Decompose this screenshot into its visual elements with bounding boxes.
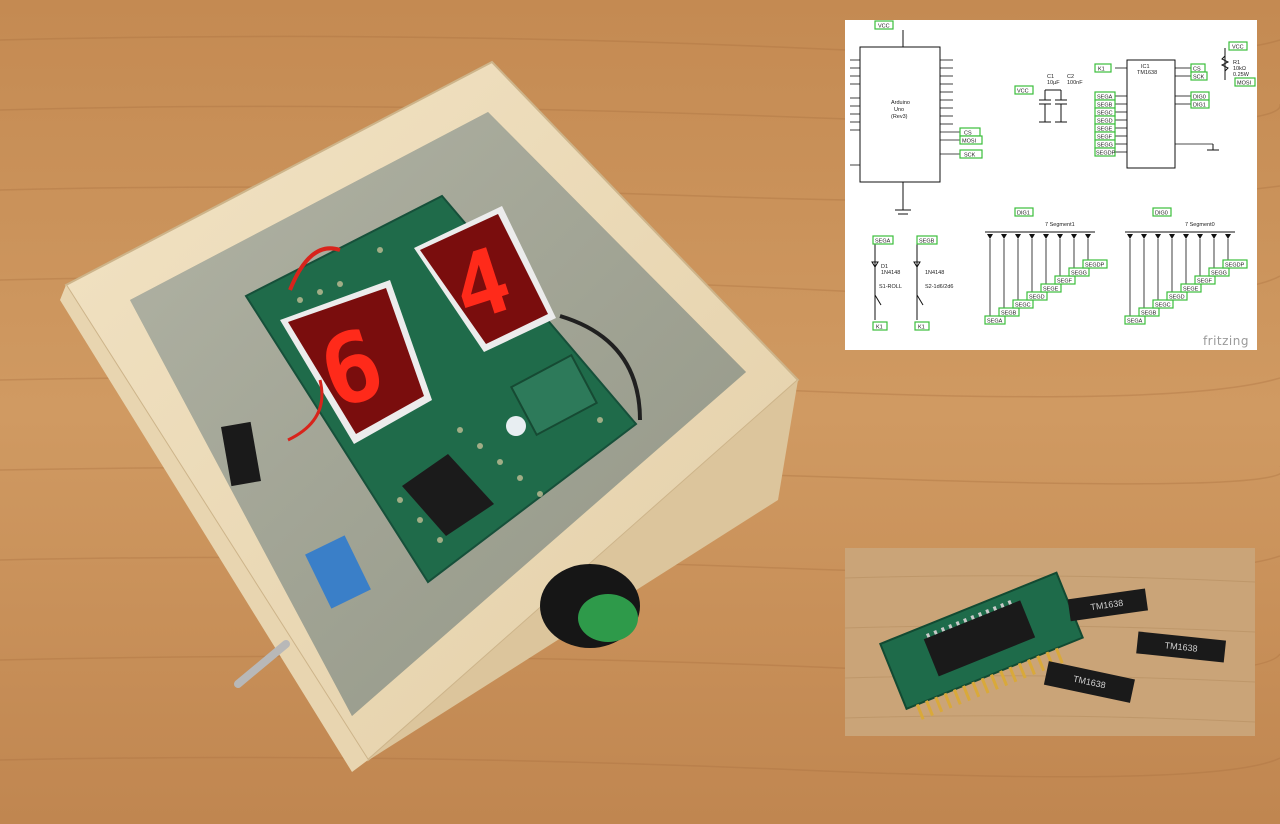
disp1-seg-f: SEGF: [1057, 279, 1073, 285]
fritzing-watermark: fritzing: [1202, 334, 1249, 348]
black-wire: [559, 314, 642, 421]
chip-3: TM1638: [1043, 661, 1135, 703]
net-sck-right: SCK: [1193, 75, 1205, 81]
net-seg-f: SEGF: [1097, 135, 1113, 141]
display-0-name: 7 Segment0: [1185, 222, 1215, 228]
red-wire-left: [287, 379, 324, 442]
schematic-inset: VCC Arduino Uno (Rev3) CS MOSI SCK VCC C…: [845, 20, 1257, 350]
chips-photo-drawing: TM1638 TM1638 TM1638: [845, 548, 1255, 736]
disp0-seg-g: SEGG: [1211, 271, 1227, 277]
power-module: [509, 353, 599, 437]
cap-c2-value: 100nF: [1067, 80, 1083, 86]
net-cs-right: CS: [1193, 67, 1201, 73]
disp0-seg-e: SEGE: [1183, 287, 1199, 293]
diode-d1: D1: [881, 264, 888, 270]
seven-segment-left: 6: [280, 280, 432, 444]
net-k1: K1: [1098, 67, 1105, 73]
disp0-seg-d: SEGD: [1169, 295, 1185, 301]
net-dig0-display: DIG0: [1155, 211, 1168, 217]
switch-a-seg: SEGA: [875, 239, 891, 245]
net-sck: SCK: [964, 153, 976, 159]
disp1-seg-g: SEGG: [1071, 271, 1087, 277]
disp1-seg-d: SEGD: [1029, 295, 1045, 301]
disp1-seg-e: SEGE: [1043, 287, 1059, 293]
net-seg-b: SEGB: [1097, 103, 1113, 109]
net-seg-a: SEGA: [1097, 95, 1113, 101]
cap-c1-value: 10µF: [1047, 80, 1060, 86]
chip-1-label: TM1638: [1090, 598, 1124, 612]
ic-name: TM1638: [1137, 70, 1157, 76]
net-dig0: DIG0: [1193, 95, 1206, 101]
mcu-name: Arduino: [891, 100, 910, 106]
disp1-seg-dp: SEGDP: [1085, 263, 1105, 269]
switch-s2: S2-1d6/2d6: [925, 284, 953, 290]
toggle-lever: [234, 640, 290, 688]
cap-c2: C2: [1067, 74, 1074, 80]
net-seg-d: SEGD: [1097, 119, 1113, 125]
disp0-seg-c: SEGC: [1155, 303, 1171, 309]
cap-c1: C1: [1047, 74, 1054, 80]
net-seg-dp: SEGDP: [1096, 151, 1116, 157]
led-row-1: [987, 234, 1091, 239]
chips-photo-inset: TM1638 TM1638 TM1638: [845, 548, 1255, 736]
breakout-board: [879, 571, 1085, 720]
red-wire: [288, 246, 341, 291]
capacitor: [506, 416, 526, 436]
disp0-seg-f: SEGF: [1197, 279, 1213, 285]
diode-d2-part: 1N4148: [925, 270, 944, 276]
disp0-seg-b: SEGB: [1141, 311, 1157, 317]
chip-2-label: TM1638: [1164, 640, 1198, 653]
net-seg-g: SEGG: [1097, 143, 1113, 149]
display-1-name: 7 Segment1: [1045, 222, 1075, 228]
net-vcc-top: VCC: [878, 24, 890, 30]
chip-2: TM1638: [1136, 631, 1227, 663]
switch-b-seg: SEGB: [919, 239, 935, 245]
net-seg-e: SEGE: [1097, 127, 1113, 133]
schematic-drawing: VCC Arduino Uno (Rev3) CS MOSI SCK VCC C…: [850, 20, 1256, 331]
chip-1: TM1638: [1067, 588, 1149, 622]
disp1-seg-b: SEGB: [1001, 311, 1017, 317]
diode-d1-part: 1N4148: [881, 270, 900, 276]
ic-chip: [402, 454, 494, 536]
disp1-seg-c: SEGC: [1015, 303, 1031, 309]
net-cs: CS: [964, 131, 972, 137]
net-vcc-right: VCC: [1232, 45, 1244, 51]
net-mosi: MOSI: [962, 139, 977, 145]
ic-ref: IC1: [1141, 64, 1150, 70]
resistor-r1-value: 10kΩ: [1233, 66, 1246, 72]
switch-s1: S1-ROLL: [879, 284, 902, 290]
disp0-seg-dp: SEGDP: [1225, 263, 1245, 269]
disp0-seg-a: SEGA: [1127, 319, 1143, 325]
pin-header: [221, 421, 261, 487]
mcu-rev: (Rev3): [891, 114, 908, 120]
push-button: [540, 564, 640, 648]
disp1-seg-a: SEGA: [987, 319, 1003, 325]
net-vcc-left: VCC: [1017, 89, 1029, 95]
mcu-sub: Uno: [894, 107, 904, 113]
resistor-r1: R1: [1233, 60, 1240, 66]
net-k1-b: K1: [918, 325, 925, 331]
blue-switch: [305, 535, 371, 609]
pcb-board: [244, 194, 638, 584]
seven-segment-right: 4: [414, 206, 556, 352]
net-k1-a: K1: [876, 325, 883, 331]
net-dig1: DIG1: [1193, 103, 1206, 109]
resistor-r1-power: 0.25W: [1233, 72, 1250, 78]
net-mosi-right: MOSI: [1237, 81, 1252, 87]
led-row-0: [1127, 234, 1231, 239]
net-dig1-display: DIG1: [1017, 211, 1030, 217]
net-seg-c: SEGC: [1097, 111, 1113, 117]
